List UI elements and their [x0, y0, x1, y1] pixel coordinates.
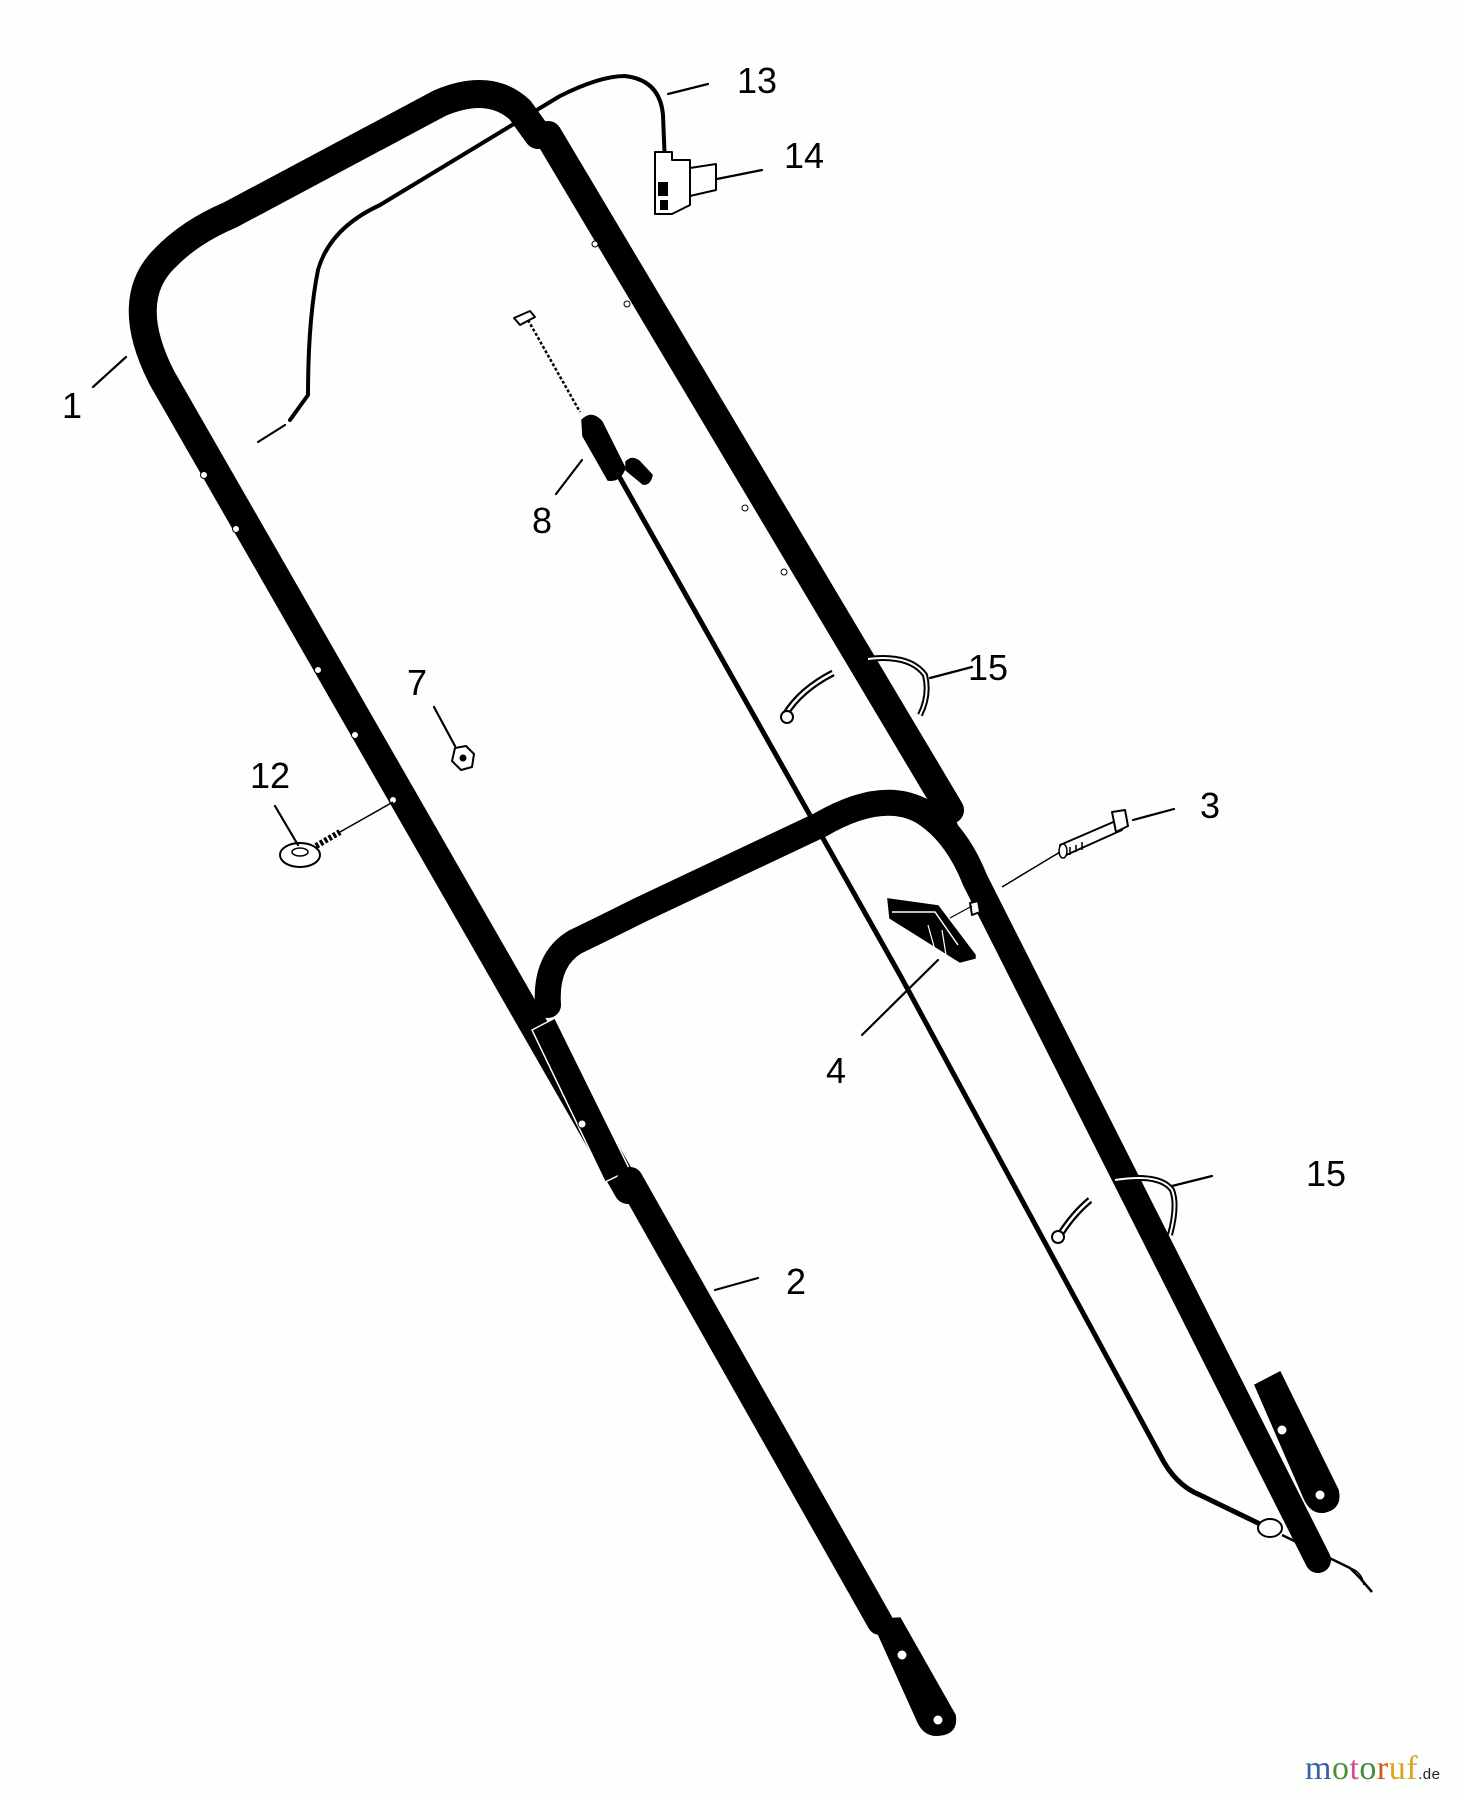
motoruf-watermark: motoruf.de [1305, 1752, 1440, 1786]
callout-3: 3 [1200, 785, 1221, 826]
leader-lines [91, 82, 1214, 1292]
callout-13: 13 [737, 60, 778, 101]
callout-15-upper: 15 [968, 647, 1009, 688]
wm-tld: .de [1418, 1766, 1441, 1783]
cable-connector [654, 151, 717, 215]
wm-letter: f [1406, 1750, 1419, 1787]
callout-14: 14 [784, 135, 825, 176]
callout-15-lower: 15 [1306, 1153, 1347, 1194]
lower-handle [531, 789, 1340, 1736]
handle-bolt [1001, 809, 1129, 888]
eye-bolt [279, 801, 394, 868]
callout-4: 4 [826, 1050, 847, 1091]
callout-7: 7 [407, 662, 428, 703]
cable-tie-upper [780, 655, 930, 724]
callout-1: 1 [62, 385, 83, 426]
cable-tie-lower [1051, 1175, 1178, 1244]
wm-letter: m [1305, 1750, 1332, 1787]
hex-nut [451, 745, 475, 771]
wm-letter: t [1349, 1750, 1360, 1787]
cable-guide [887, 898, 981, 963]
callout-2: 2 [786, 1261, 807, 1302]
callout-8: 8 [532, 500, 553, 541]
callout-12: 12 [250, 755, 291, 796]
wm-letter: o [1331, 1750, 1350, 1787]
control-cable [256, 74, 1373, 1593]
wm-letter: u [1388, 1750, 1407, 1787]
wm-letter: r [1376, 1750, 1389, 1787]
upper-handle [128, 80, 964, 1204]
wm-letter: o [1359, 1750, 1377, 1787]
starter-rope-guide [513, 310, 653, 485]
